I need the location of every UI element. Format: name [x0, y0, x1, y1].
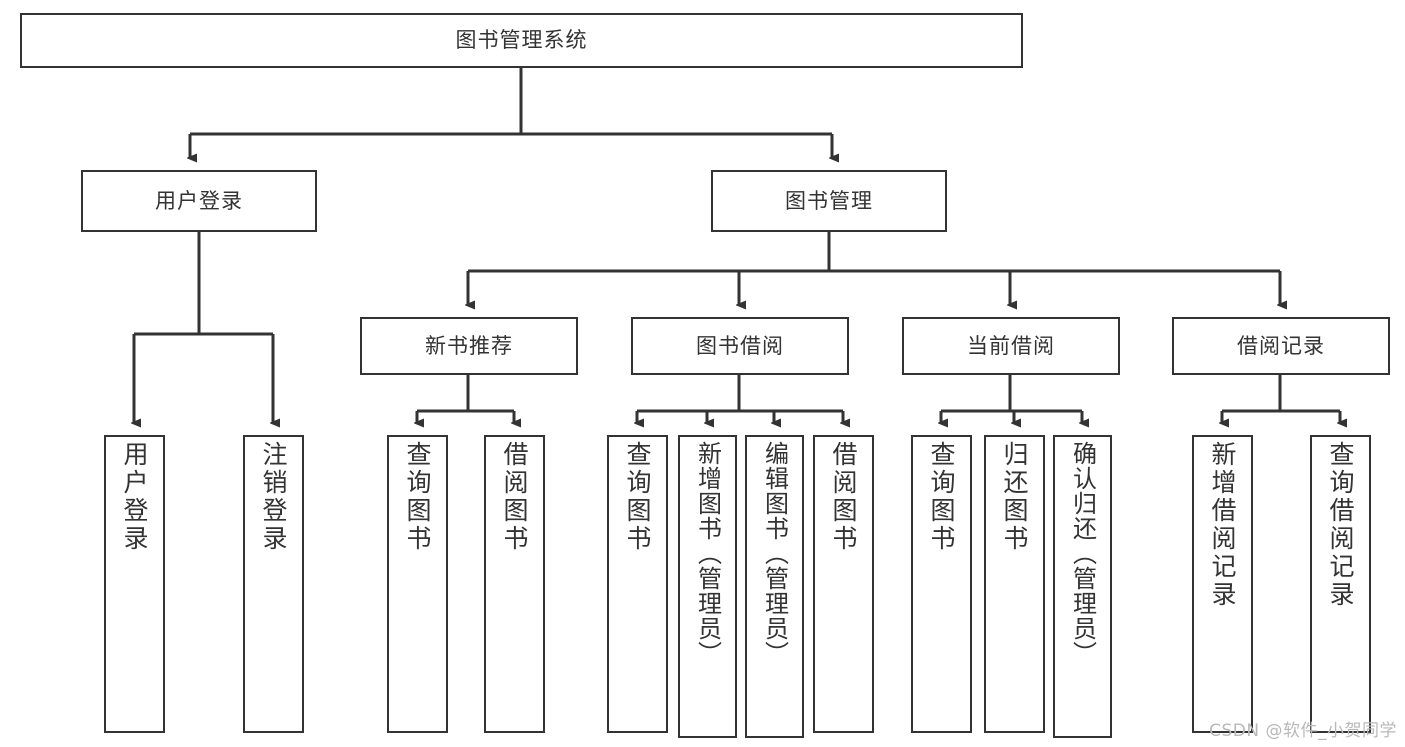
node-current-borrow[interactable]: 当前借阅 — [902, 317, 1120, 375]
leaf-user-login-do[interactable]: 用户登录 — [104, 435, 165, 733]
leaf-recommend-query-book[interactable]: 查询图书 — [387, 435, 448, 733]
node-current-borrow-label: 当前借阅 — [967, 333, 1055, 358]
leaf-current-confirm-return-label: 确认归还（管理员） — [1068, 441, 1097, 666]
leaf-recommend-borrow-book-label: 借阅图书 — [500, 441, 529, 553]
leaf-borrow-add-book[interactable]: 新增图书（管理员） — [678, 435, 737, 738]
leaf-borrow-add-book-label: 新增图书（管理员） — [693, 441, 722, 666]
node-user-login[interactable]: 用户登录 — [81, 170, 317, 232]
leaf-records-query-record[interactable]: 查询借阅记录 — [1310, 435, 1371, 733]
leaf-borrow-query-book[interactable]: 查询图书 — [607, 435, 668, 733]
leaf-current-return-book-label: 归还图书 — [1000, 441, 1029, 553]
node-borrow-records[interactable]: 借阅记录 — [1172, 317, 1390, 375]
leaf-borrow-edit-book[interactable]: 编辑图书（管理员） — [745, 435, 804, 738]
leaf-records-add-record-label: 新增借阅记录 — [1208, 441, 1237, 609]
leaf-current-confirm-return[interactable]: 确认归还（管理员） — [1053, 435, 1112, 738]
leaf-user-logout[interactable]: 注销登录 — [243, 435, 304, 733]
node-book-borrow-label: 图书借阅 — [696, 333, 784, 358]
node-new-book-recommend-label: 新书推荐 — [425, 333, 513, 358]
node-book-management[interactable]: 图书管理 — [711, 170, 947, 232]
leaf-borrow-borrow-book[interactable]: 借阅图书 — [813, 435, 874, 733]
csdn-watermark: CSDN @软件_小贺同学 — [1209, 721, 1397, 741]
node-new-book-recommend[interactable]: 新书推荐 — [360, 317, 578, 375]
leaf-records-query-record-label: 查询借阅记录 — [1326, 441, 1355, 609]
leaf-recommend-borrow-book[interactable]: 借阅图书 — [484, 435, 545, 733]
leaf-current-return-book[interactable]: 归还图书 — [984, 435, 1045, 733]
leaf-borrow-query-book-label: 查询图书 — [623, 441, 652, 553]
leaf-user-logout-label: 注销登录 — [259, 441, 288, 553]
node-book-management-label: 图书管理 — [785, 188, 873, 213]
node-book-borrow[interactable]: 图书借阅 — [631, 317, 849, 375]
leaf-borrow-borrow-book-label: 借阅图书 — [829, 441, 858, 553]
node-borrow-records-label: 借阅记录 — [1237, 333, 1325, 358]
leaf-current-query-book[interactable]: 查询图书 — [911, 435, 972, 733]
node-user-login-label: 用户登录 — [155, 188, 243, 213]
node-root[interactable]: 图书管理系统 — [20, 13, 1023, 68]
leaf-current-query-book-label: 查询图书 — [927, 441, 956, 553]
node-root-label: 图书管理系统 — [455, 28, 588, 53]
leaf-user-login-do-label: 用户登录 — [120, 441, 149, 553]
leaf-recommend-query-book-label: 查询图书 — [403, 441, 432, 553]
leaf-records-add-record[interactable]: 新增借阅记录 — [1192, 435, 1253, 733]
leaf-borrow-edit-book-label: 编辑图书（管理员） — [760, 441, 789, 666]
